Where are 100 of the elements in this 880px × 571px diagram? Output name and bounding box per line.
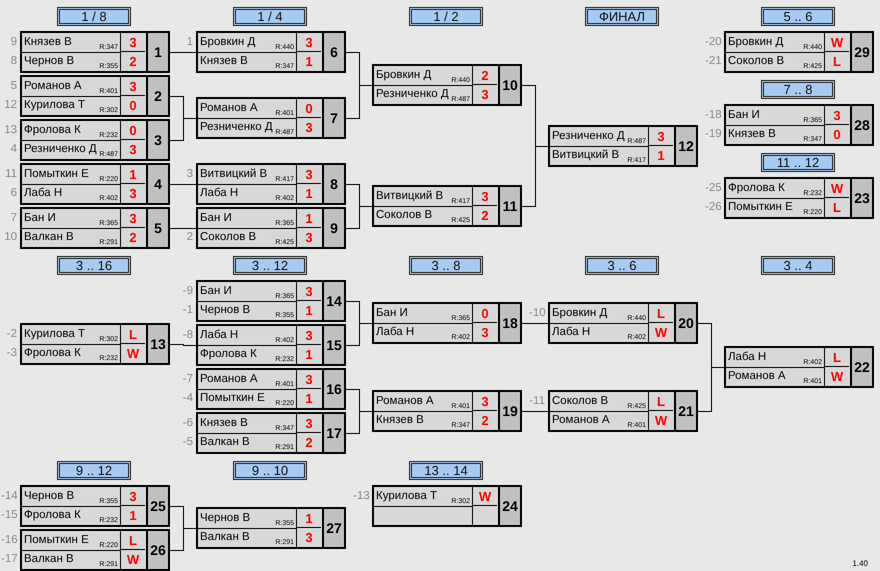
match-number: 27 [322,509,344,547]
score: W [120,550,145,569]
score: 1 [648,146,673,165]
player-name: Романов А [728,370,786,383]
connector-line [346,85,372,119]
score: 3 [296,282,321,301]
score: 2 [472,66,497,85]
seed-number: -26 [705,201,721,214]
score: 0 [120,96,145,115]
stage-header: 1 / 8 [57,7,131,26]
player-name: Князев В [200,55,248,68]
connector-line [522,411,548,412]
player-name: Бан И [376,307,408,320]
score: 3 [824,106,849,125]
score: L [824,348,849,367]
seed-number: 11 [4,168,17,181]
player-name: Романов А [200,102,258,115]
seed-number: -19 [705,128,721,141]
seed-number: -13 [353,490,369,503]
match-box [724,177,874,219]
player-name: Валкан В [24,231,74,244]
player-name: Витвицкий В [376,190,444,203]
player-name: Бровкин Д [728,36,784,49]
stage-header: 13 .. 14 [409,461,483,480]
score: 0 [472,304,497,323]
player-name: Бровкин Д [200,36,256,49]
seed-number: 9 [10,36,17,49]
stage-header: 7 .. 8 [761,80,835,99]
score: 3 [296,528,321,547]
match-box [196,324,346,366]
seed-number: -6 [182,417,193,430]
score: 3 [120,487,145,506]
seed-number: 12 [3,99,17,112]
score: L [824,52,849,71]
seed-number: -15 [1,509,17,522]
match-box [724,104,874,146]
score: L [648,392,673,411]
player-name: Бан И [200,212,232,225]
score: W [824,179,849,198]
match-number: 6 [322,33,344,71]
match-box [548,125,698,167]
seed-number: -4 [182,392,193,405]
seed-number: -16 [1,534,17,547]
player-name: Курилова Т [376,490,437,503]
player-name: Лаба Н [200,329,238,342]
version-number: 1.40 [852,559,868,568]
player-name: Бан И [200,285,232,298]
seed-number: 3 [186,168,193,181]
match-number: 8 [322,165,344,203]
score: 3 [296,228,321,247]
match-box [372,390,522,432]
match-box [548,390,698,432]
connector-line [170,344,196,346]
player-name: Князев В [728,128,776,141]
player-name: Фролова К [24,509,81,522]
seed-number: -14 [1,490,17,503]
score: W [648,411,673,430]
score: W [824,33,849,52]
player-name: Соколов В [376,209,432,222]
match-box [372,64,522,106]
seed-number: -9 [182,285,193,298]
score: 2 [120,228,145,247]
player-name: Князев В [200,417,248,430]
stage-header: 9 .. 12 [57,461,131,480]
player-name: Курилова Т [24,99,85,112]
seed-number: -2 [6,328,17,341]
player-name: Фролова К [24,124,81,137]
match-number: 5 [146,209,168,247]
score: W [472,487,497,506]
match-box [20,119,170,161]
match-number: 23 [850,179,872,217]
score: 3 [472,323,497,342]
player-name: Романов А [200,373,258,386]
match-number: 28 [850,106,872,144]
match-box [20,163,170,205]
player-name: Курилова Т [24,328,85,341]
match-box [196,507,346,549]
stage-header: 3 .. 4 [761,256,835,275]
player-name: Князев В [24,36,72,49]
match-number: 26 [146,531,168,569]
match-number: 21 [674,392,696,430]
player-name: Фролова К [24,347,81,360]
player-name: Чернов В [200,512,250,525]
score: W [824,367,849,386]
match-number: 12 [674,127,696,165]
player-name: Валкан В [200,436,250,449]
player-name: Витвицкий В [552,149,620,162]
score: 0 [296,99,321,118]
score: 3 [120,209,145,228]
player-name: Резниченко Д [200,121,273,134]
seed-number: -25 [705,182,721,195]
match-box [196,163,346,205]
seed-number: 7 [10,212,17,225]
match-box [372,485,522,527]
player-name: Соколов В [552,395,608,408]
player-name: Витвицкий В [200,168,268,181]
score: 1 [120,165,145,184]
score: 2 [472,411,497,430]
match-box [20,323,170,365]
seed-number: 8 [10,55,17,68]
